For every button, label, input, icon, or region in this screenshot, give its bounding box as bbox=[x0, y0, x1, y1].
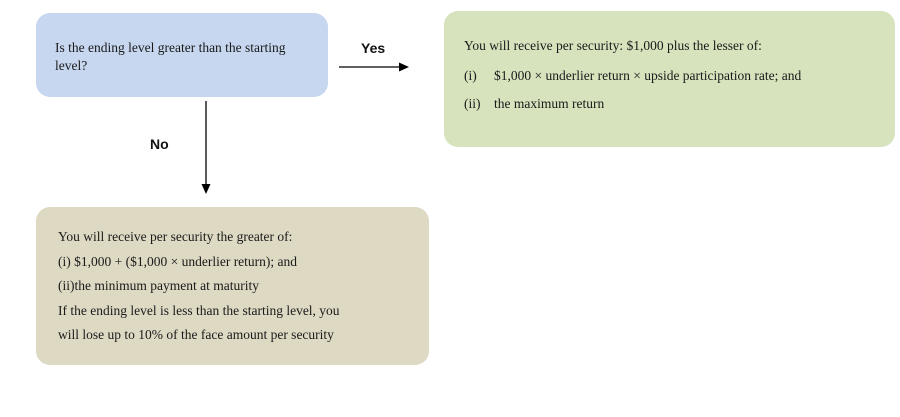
yes-outcome-box: You will receive per security: $1,000 pl… bbox=[444, 11, 895, 147]
no-arrow bbox=[201, 101, 211, 194]
no-label: No bbox=[150, 136, 169, 152]
no-outcome-line-3: (ii)the minimum payment at maturity bbox=[58, 278, 259, 293]
decision-question-text: Is the ending level greater than the sta… bbox=[55, 40, 286, 74]
yes-outcome-item-2: (ii) the maximum return bbox=[464, 95, 879, 113]
no-outcome-line-2: (i) $1,000 + ($1,000 × underlier return)… bbox=[58, 253, 298, 269]
yes-label: Yes bbox=[361, 40, 386, 56]
yes-item-1-number: (i) bbox=[464, 68, 477, 84]
yes-arrow bbox=[339, 62, 409, 72]
no-outcome-line-1: You will receive per security the greate… bbox=[58, 229, 293, 244]
decision-question-box: Is the ending level greater than the sta… bbox=[36, 13, 328, 97]
yes-outcome-intro: You will receive per security: $1,000 pl… bbox=[464, 38, 762, 53]
no-outcome-box: You will receive per security the greate… bbox=[36, 207, 429, 365]
yes-item-2-text: the maximum return bbox=[494, 96, 605, 112]
yes-item-2-number: (ii) bbox=[464, 96, 481, 112]
yes-outcome-item-1: (i) $1,000 × underlier return × upside pa… bbox=[464, 67, 879, 85]
yes-item-1-text: $1,000 × underlier return × upside parti… bbox=[494, 68, 802, 84]
no-outcome-line-5: will lose up to 10% of the face amount p… bbox=[58, 327, 334, 342]
no-outcome-line-4: If the ending level is less than the sta… bbox=[58, 302, 340, 318]
